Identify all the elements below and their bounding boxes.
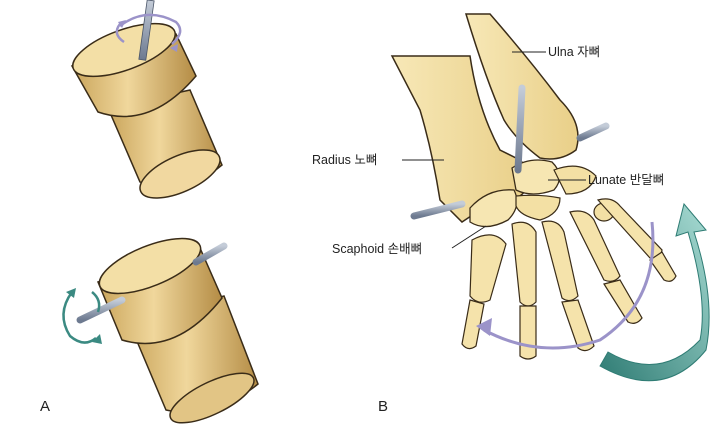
metacarpal-1 — [469, 234, 507, 303]
panel-b-letter: B — [378, 398, 389, 415]
metacarpal-2 — [511, 221, 537, 307]
finger-2 — [519, 305, 537, 360]
ulna-label: Ulna 자뼈 — [548, 45, 601, 59]
panel-a-top-model — [70, 0, 223, 199]
finger-1 — [461, 299, 485, 350]
metacarpal-3 — [541, 220, 579, 302]
scaphoid-label: Scaphoid 손배뼈 — [332, 242, 423, 256]
pin-axis-icon — [514, 84, 526, 174]
lunate-label: Lunate 반달뼈 — [588, 173, 665, 187]
rotation-arrow-icon — [476, 221, 655, 350]
panel-a-letter: A — [40, 398, 51, 415]
panel-b-wrist — [390, 13, 710, 382]
scaphoid-bone — [469, 189, 518, 228]
rotation-arrow-icon — [115, 13, 182, 52]
panel-a-bottom-model — [62, 237, 259, 424]
curved-motion-arrow-icon — [599, 202, 710, 382]
finger-4 — [603, 279, 643, 324]
metacarpal-4 — [569, 210, 621, 282]
finger-3 — [561, 299, 595, 352]
top-upper-collar — [70, 33, 197, 118]
radius-label: Radius 노뼈 — [312, 153, 378, 167]
finger-5 — [649, 251, 677, 282]
rotation-arrow-icon — [62, 288, 102, 344]
